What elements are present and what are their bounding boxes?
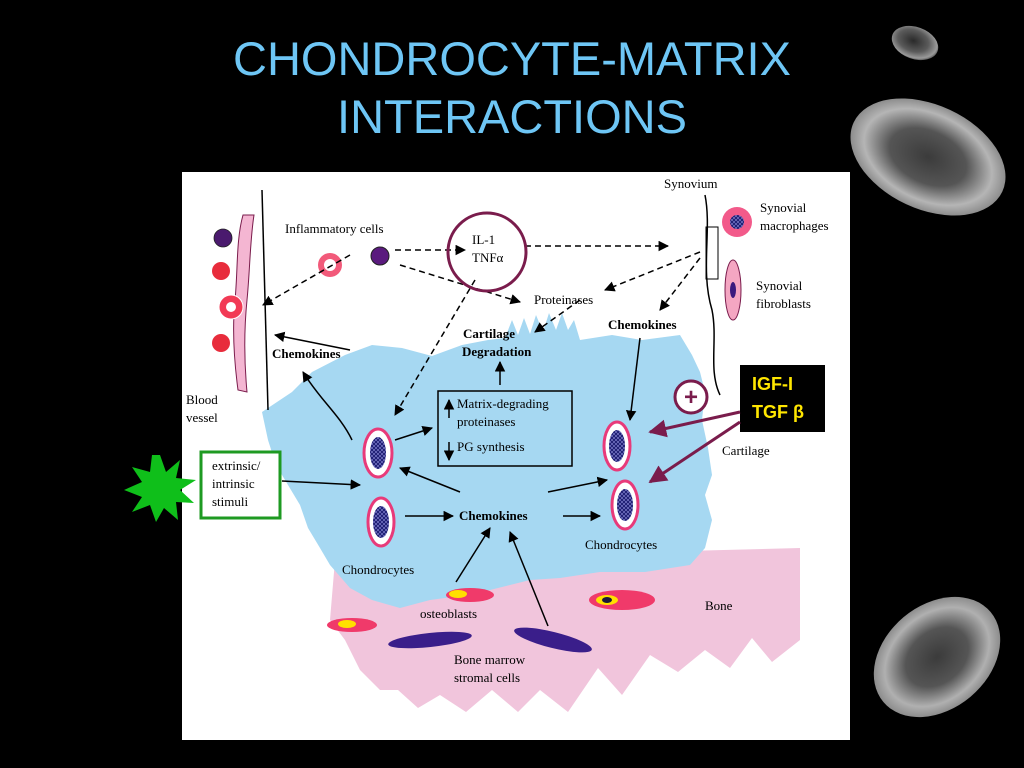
blood-vessel-label-1: Blood bbox=[186, 392, 218, 407]
chemokines-center-label: Chemokines bbox=[459, 508, 528, 523]
osteoblast-cells bbox=[327, 588, 655, 632]
synovial-macrophages-label-2: macrophages bbox=[760, 218, 829, 233]
chondrocyte-cell-3 bbox=[602, 420, 632, 472]
growth-factor-arrow-2 bbox=[648, 420, 741, 484]
synovial-macrophages-label-1: Synovial bbox=[760, 200, 807, 215]
inflammatory-cells-icon bbox=[318, 246, 390, 277]
growth-factor-arrow-1 bbox=[648, 410, 741, 438]
chondrocyte-cell-2 bbox=[366, 496, 396, 548]
title-line-2: INTERACTIONS bbox=[337, 90, 687, 143]
synovium-label: Synovium bbox=[664, 176, 717, 191]
growth-factor-label-1: IGF-I bbox=[752, 374, 793, 394]
chondrocytes-right-label: Chondrocytes bbox=[585, 537, 657, 552]
blood-vessel-label-2: vessel bbox=[186, 410, 218, 425]
fibroblast-nucleus bbox=[730, 282, 736, 298]
bone-marrow-label-2: stromal cells bbox=[454, 670, 520, 685]
cartilage-degradation-label-2: Degradation bbox=[462, 344, 532, 359]
synovial-macrophage-icon bbox=[722, 207, 752, 237]
matrix-degrading-label-1: Matrix-degrading bbox=[457, 396, 549, 411]
solid-arrows bbox=[273, 331, 641, 627]
synovium-bracket bbox=[705, 226, 719, 280]
plus-circle bbox=[673, 379, 709, 415]
stromal-cells bbox=[388, 627, 592, 653]
chemokines-right-label: Chemokines bbox=[608, 317, 677, 332]
slide-title: CHONDROCYTE-MATRIX INTERACTIONS bbox=[140, 30, 884, 146]
red-blood-cell-large-bottom bbox=[873, 596, 1001, 718]
red-blood-cell-small bbox=[891, 25, 939, 61]
osteoblasts-label: osteoblasts bbox=[420, 606, 477, 621]
synovial-fibroblasts-label-1: Synovial bbox=[756, 278, 803, 293]
cartilage-label: Cartilage bbox=[722, 443, 770, 458]
dashed-arrows bbox=[262, 240, 701, 416]
matrix-degrading-label-2: proteinases bbox=[457, 414, 515, 429]
title-line-1: CHONDROCYTE-MATRIX bbox=[233, 32, 791, 85]
stimuli-label-1: extrinsic/ bbox=[212, 458, 261, 473]
blood-cells bbox=[212, 228, 244, 352]
tnf-label: TNFα bbox=[472, 250, 504, 265]
chondrocytes-left-label: Chondrocytes bbox=[342, 562, 414, 577]
synovium-line bbox=[704, 194, 721, 396]
chondrocyte-cell-4 bbox=[610, 479, 640, 531]
stimuli-label-3: stimuli bbox=[212, 494, 249, 509]
il1-label: IL-1 bbox=[472, 232, 495, 247]
bone-label: Bone bbox=[705, 598, 733, 613]
blood-vessel bbox=[233, 214, 255, 393]
chondrocyte-cell-1 bbox=[362, 427, 394, 479]
growth-factor-label-2: TGF β bbox=[752, 402, 804, 422]
stimuli-label-2: intrinsic bbox=[212, 476, 255, 491]
highlight-circle bbox=[446, 211, 528, 293]
plus-sign: + bbox=[684, 384, 698, 411]
red-blood-cell-large-top bbox=[850, 98, 1006, 216]
growth-factor-box bbox=[740, 365, 825, 432]
cartilage-degradation-label-1: Cartilage bbox=[463, 326, 515, 341]
stimuli-box bbox=[199, 450, 282, 520]
matrix-degrading-box bbox=[437, 390, 573, 467]
bone-marrow-label-1: Bone marrow bbox=[454, 652, 526, 667]
burst-icon bbox=[124, 455, 196, 522]
chemokines-left-label: Chemokines bbox=[272, 346, 341, 361]
synovial-fibroblasts-label-2: fibroblasts bbox=[756, 296, 811, 311]
inflammatory-cells-label: Inflammatory cells bbox=[285, 221, 384, 236]
proteinases-label: Proteinases bbox=[534, 292, 593, 307]
pg-synthesis-label: PG synthesis bbox=[457, 439, 525, 454]
